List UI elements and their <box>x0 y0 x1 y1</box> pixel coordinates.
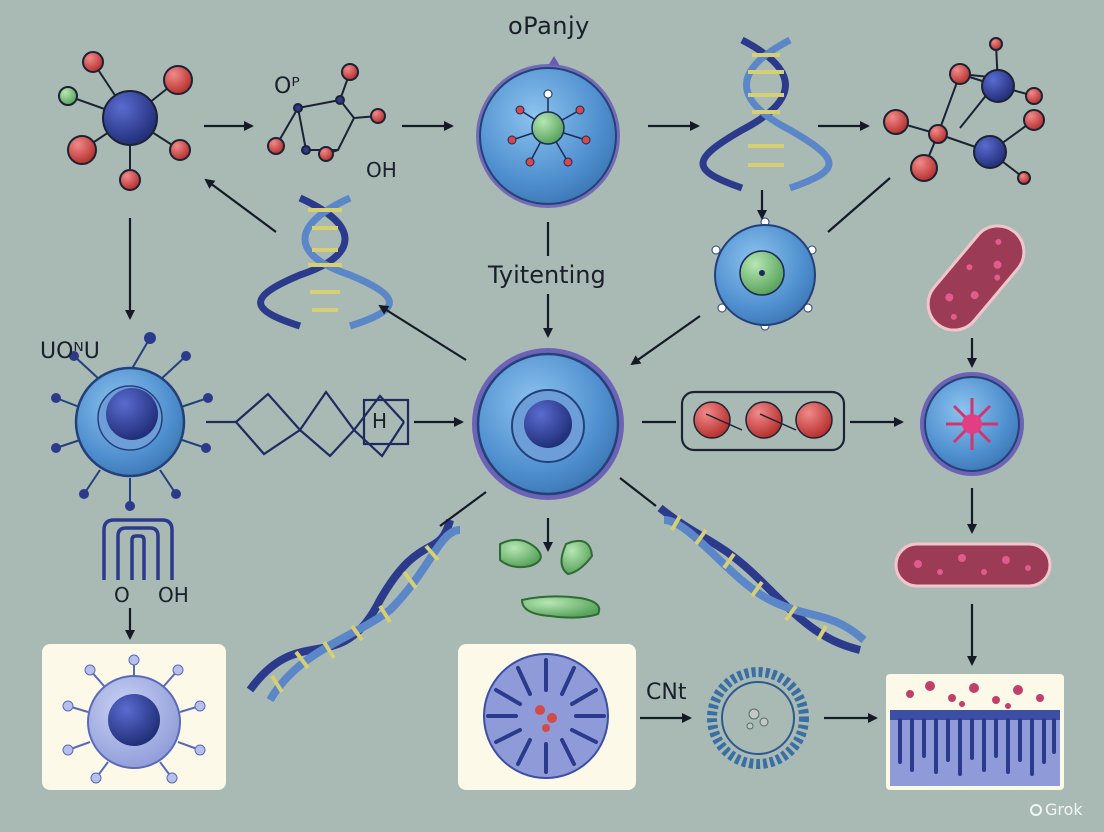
molecule-top-right <box>883 37 1045 185</box>
sphere-capsule <box>680 390 846 452</box>
dna-bottom-right <box>657 504 867 654</box>
watermark-text: Grok <box>1045 800 1083 819</box>
arrows <box>125 121 977 723</box>
arrow-small-cell-to-center <box>630 315 701 366</box>
o-p-label: Oᴾ <box>274 74 300 99</box>
center-label: Tyitenting <box>488 261 606 289</box>
dna-bottom-left <box>246 518 461 703</box>
dna-top-right <box>699 36 833 192</box>
cell-top-center <box>476 56 620 208</box>
arrow-mol-to-small-cell <box>827 177 891 233</box>
arrow-center-to-dna-left <box>439 491 487 527</box>
oh-bottom-label: OH <box>158 583 189 607</box>
arrow-center-to-dna-right <box>619 477 657 507</box>
cell-center <box>472 348 624 500</box>
bacterium-lower-right <box>894 542 1052 588</box>
panel-bottom-left <box>42 644 226 790</box>
uonu-label: UOᴺU <box>40 339 100 364</box>
molecule-top-left <box>58 51 193 191</box>
molecule-ring <box>267 63 386 162</box>
zigzag-structure <box>206 390 410 458</box>
u-shape-structure <box>102 518 174 580</box>
grok-logo-icon <box>1030 804 1042 816</box>
cell-small-right <box>711 217 817 331</box>
cell-right <box>920 372 1024 476</box>
o-label: O <box>114 583 130 607</box>
arrow-to-mol-from-dna <box>204 178 277 233</box>
cell-left <box>51 332 213 511</box>
green-bacteria <box>499 538 601 619</box>
arrow-center-to-dna <box>378 304 467 361</box>
watermark: Grok <box>1030 800 1083 819</box>
h-box-label: H <box>372 409 388 433</box>
cnt-ring <box>707 667 809 769</box>
oh-top-label: OH <box>366 158 397 182</box>
panel-bottom-middle <box>458 644 636 790</box>
diagram-title-label: oPanjy <box>508 12 590 40</box>
dna-mid-left <box>257 194 393 330</box>
panel-bottom-right <box>886 674 1064 790</box>
bacterium-top-right <box>926 224 1026 332</box>
cnt-label: CNt <box>646 680 687 705</box>
